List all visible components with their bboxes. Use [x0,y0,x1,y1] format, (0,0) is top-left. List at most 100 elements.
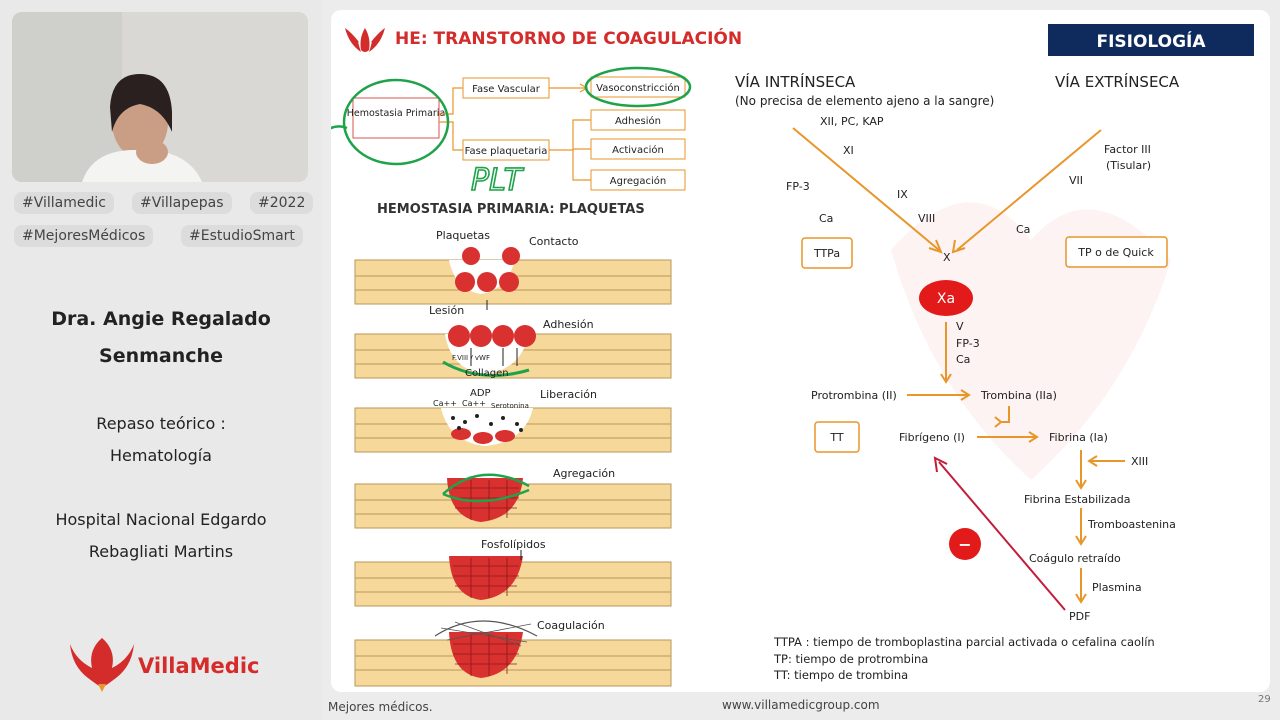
label-liberacion: Liberación [540,388,597,401]
node-hemostasia-label: Hemostasia Primaria [347,108,446,119]
label-ca-1: Ca++ [433,399,457,408]
node-vasoconstriccion [590,76,686,98]
hashtag-villapepas: #Villapepas [132,192,232,214]
presenter-panel: #Villamedic #Villapepas #2022 #MejoresMé… [0,0,322,720]
node-agregacion-label: Agregación [610,175,666,187]
topic-line2: Hematología [110,446,212,465]
webcam-feed [12,12,308,182]
legend-tp: TP: tiempo de protrombina [773,652,928,666]
label-xiii: XIII [1131,455,1148,468]
via-intrinseca-note: (No precisa de elemento ajeno a la sangr… [735,94,994,108]
hemostasis-concept-map: Hemostasia Primaria Fase Vascular Fase p… [347,76,686,191]
label-protrombina: Protrombina (II) [811,389,897,402]
label-ca-intrinsic: Ca [819,212,833,225]
xa-node [919,280,973,316]
label-ca-2: Ca++ [462,399,486,408]
label-fibrina-estabilizada: Fibrina Estabilizada [1024,493,1130,506]
label-fosfolipidos: Fosfolípidos [481,538,546,551]
cascade-arrows [792,127,1125,604]
slide-canvas: HE: TRANSTORNO DE COAGULACIÓN FISIOLOGÍA… [331,10,1270,692]
node-activacion-label: Activación [612,144,664,156]
footer-tagline: Mejores médicos. [328,700,433,714]
node-fase-plaquetaria-label: Fase plaquetaria [465,146,548,157]
label-serotonina: Serotonina [491,402,529,410]
platelets-heading: HEMOSTASIA PRIMARIA: PLAQUETAS [377,202,645,217]
ttpa-box-label: TTPa [813,247,840,260]
via-extrinseca-title: VÍA EXTRÍNSECA [1055,72,1180,91]
hashtag-estudiosmart: #EstudioSmart [181,225,303,247]
xa-label: Xa [937,291,955,307]
handwritten-plt: PLT [471,163,525,198]
footer-website[interactable]: www.villamedicgroup.com [722,698,880,712]
label-factor-iii: Factor III [1104,143,1151,156]
label-pdf: PDF [1069,610,1090,623]
via-intrinseca-title: VÍA INTRÍNSECA [735,72,856,91]
section-badge: FISIOLOGÍA [1096,30,1206,52]
slide-title: HE: TRANSTORNO DE COAGULACIÓN [395,27,742,49]
tt-box-label: TT [829,431,844,444]
label-tromboastenina: Tromboastenina [1087,518,1176,531]
label-plaquetas: Plaquetas [436,229,490,242]
phoenix-icon [70,638,134,692]
inhibition-minus-icon [949,528,981,560]
label-coagulacion: Coagulación [537,619,605,632]
label-ix: IX [897,188,908,201]
hashtag-mejoresmedicos: #MejoresMédicos [14,225,154,247]
ttpa-box [801,237,853,269]
topic-line1: Repaso teórico : [96,414,226,433]
label-fibrina: Fibrina (Ia) [1049,431,1108,444]
label-lesion: Lesión [429,304,464,317]
inhibition-minus-label: − [958,535,971,554]
tt-box [814,421,860,453]
watermark-shape [891,202,1171,480]
abbreviation-legend: TTPA : tiempo de tromboplastina parcial … [773,635,1155,682]
panel-agregacion [354,473,672,529]
villamedic-logo: VillaMedic [70,638,259,692]
panel-fosfolipidos [354,550,672,607]
panel-liberacion [354,407,672,453]
legend-tt: TT: tiempo de trombina [773,668,908,682]
doctor-name-line1: Dra. Angie Regalado [51,308,271,330]
panel-adhesion [354,325,672,379]
slide-logo-icon [345,28,385,52]
label-fp3-common: FP-3 [956,337,980,350]
label-ca-common: Ca [956,353,970,366]
panel-coagulacion [354,620,672,687]
hospital-line2: Rebagliati Martins [88,542,234,561]
label-fibrinogeno: Fibrígeno (I) [899,431,965,444]
legend-ttpa: TTPA : tiempo de tromboplastina parcial … [773,635,1155,649]
label-ca-extrinsic: Ca [1016,223,1030,236]
label-x: X [943,251,951,264]
pdf-inhibition-arrow [933,456,1066,611]
label-coagulo-retraido: Coágulo retraído [1029,552,1121,565]
section-badge-box [1048,24,1254,56]
slide-diagram: HE: TRANSTORNO DE COAGULACIÓN FISIOLOGÍA… [331,24,1254,687]
label-v: V [956,320,964,333]
tp-quick-box [1065,236,1168,268]
label-agregacion: Agregación [553,467,615,480]
label-adhesion: Adhesión [543,318,594,331]
hashtag-villamedic: #Villamedic [14,192,114,214]
node-vasoconstriccion-label: Vasoconstricción [596,82,680,94]
concept-map-connectors [439,83,591,181]
label-vii: VII [1069,174,1083,187]
handwritten-annotations [331,66,692,166]
node-hemostasia-primaria [352,97,440,139]
page-number: 29 [1258,694,1271,705]
panel-contacto [354,247,672,310]
label-trombina: Trombina (IIa) [980,389,1057,402]
label-xii-pc-kap: XII, PC, KAP [820,115,884,128]
label-viii: VIII [918,212,935,225]
tp-quick-label: TP o de Quick [1077,246,1154,259]
label-fviii-vwf: F.VIII / vWF [452,354,490,362]
label-fp3-intrinsic: FP-3 [786,180,810,193]
node-adhesion-label: Adhesión [615,115,661,127]
label-contacto: Contacto [529,235,579,248]
presenter-silhouette [12,12,308,182]
label-collagen: Collagen [465,368,509,379]
node-fase-vascular-label: Fase Vascular [472,84,541,95]
label-tisular: (Tisular) [1106,159,1151,172]
doctor-name-line2: Senmanche [99,345,223,367]
label-plasmina: Plasmina [1092,581,1142,594]
label-xi: XI [843,144,854,157]
